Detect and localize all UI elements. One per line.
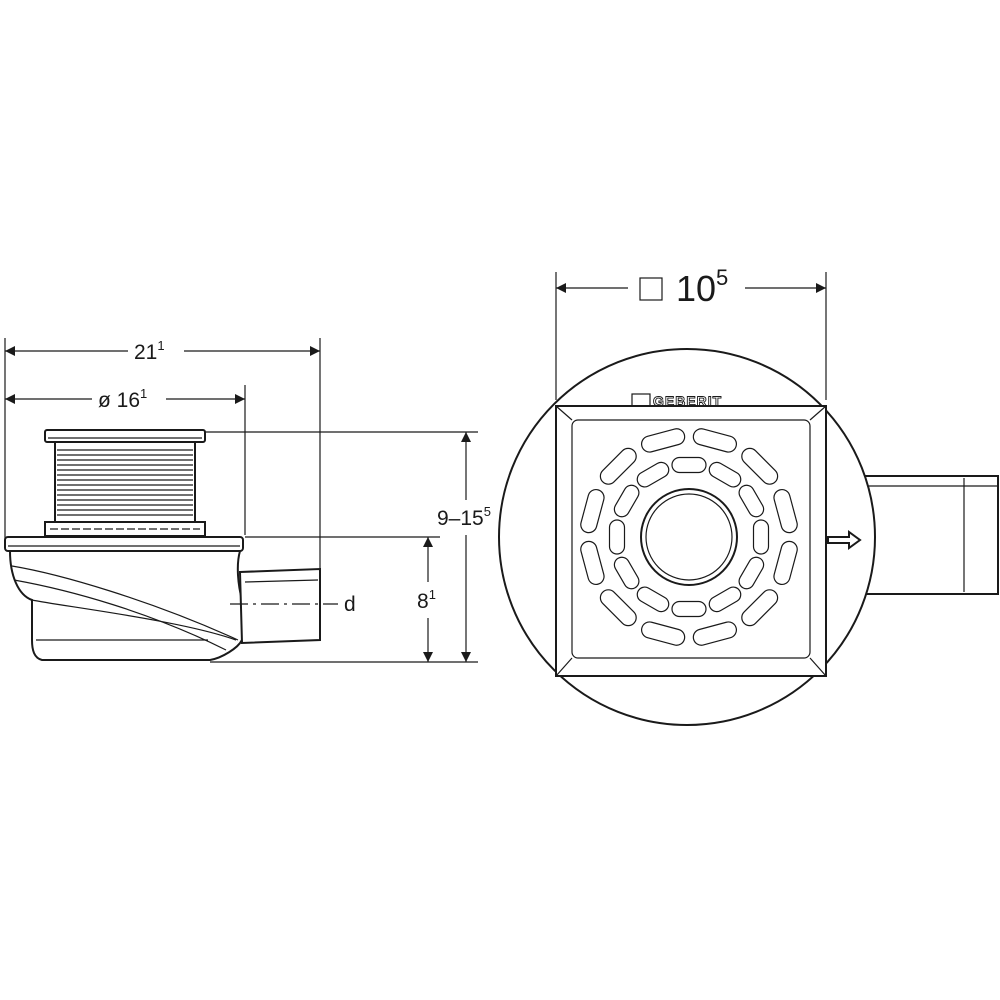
body-flange (4, 536, 244, 552)
grate-slots (580, 428, 798, 646)
grate-slot (708, 461, 742, 488)
grate-slot (580, 540, 605, 586)
grate-slot (738, 484, 765, 518)
overall-width-dimension: 211 (5, 338, 320, 364)
body-height-label: 81 (417, 587, 436, 613)
grate-slot (613, 484, 640, 518)
grate-slot (640, 428, 686, 453)
outlet-diameter-label: ø 161 (98, 386, 147, 412)
grate-slot (773, 488, 798, 534)
grate-slot (636, 461, 670, 488)
grate-size-dimension: 105 (555, 265, 827, 400)
body-height-dimension: 81 (417, 537, 436, 662)
grate-slot (580, 488, 605, 534)
top-view: 105 GEBERIT (498, 265, 999, 726)
grate-slot (636, 586, 670, 613)
grate-slot (671, 600, 707, 618)
grate-slot (671, 456, 707, 474)
trap-body (8, 550, 243, 661)
top-outlet-pipe (859, 475, 999, 595)
grate-slot (640, 621, 686, 646)
flow-arrow-icon (827, 530, 862, 550)
grate-slot (738, 556, 765, 590)
grate-slot (692, 621, 738, 646)
square-symbol-icon (639, 277, 663, 301)
side-view: 211 ø 161 9–155 81 (4, 338, 491, 663)
overall-width-label: 211 (134, 338, 165, 364)
total-height-dimension: 9–155 (437, 432, 491, 662)
grate-slot (773, 540, 798, 586)
grate-slot (708, 586, 742, 613)
center-ring (640, 488, 738, 586)
pipe-label: d (344, 593, 356, 616)
grate-slot (752, 519, 770, 555)
outlet-pipe (238, 567, 321, 645)
grate-slot (608, 519, 626, 555)
grate-inner (571, 419, 811, 659)
threaded-extension (44, 441, 206, 537)
grate-plate (44, 429, 206, 443)
grate-size-label: 105 (676, 265, 728, 309)
total-height-label: 9–155 (437, 504, 491, 530)
outlet-diameter-dimension: ø 161 (5, 386, 245, 412)
grate-slot (599, 589, 637, 627)
grate-slot (692, 428, 738, 453)
grate-slot (613, 556, 640, 590)
